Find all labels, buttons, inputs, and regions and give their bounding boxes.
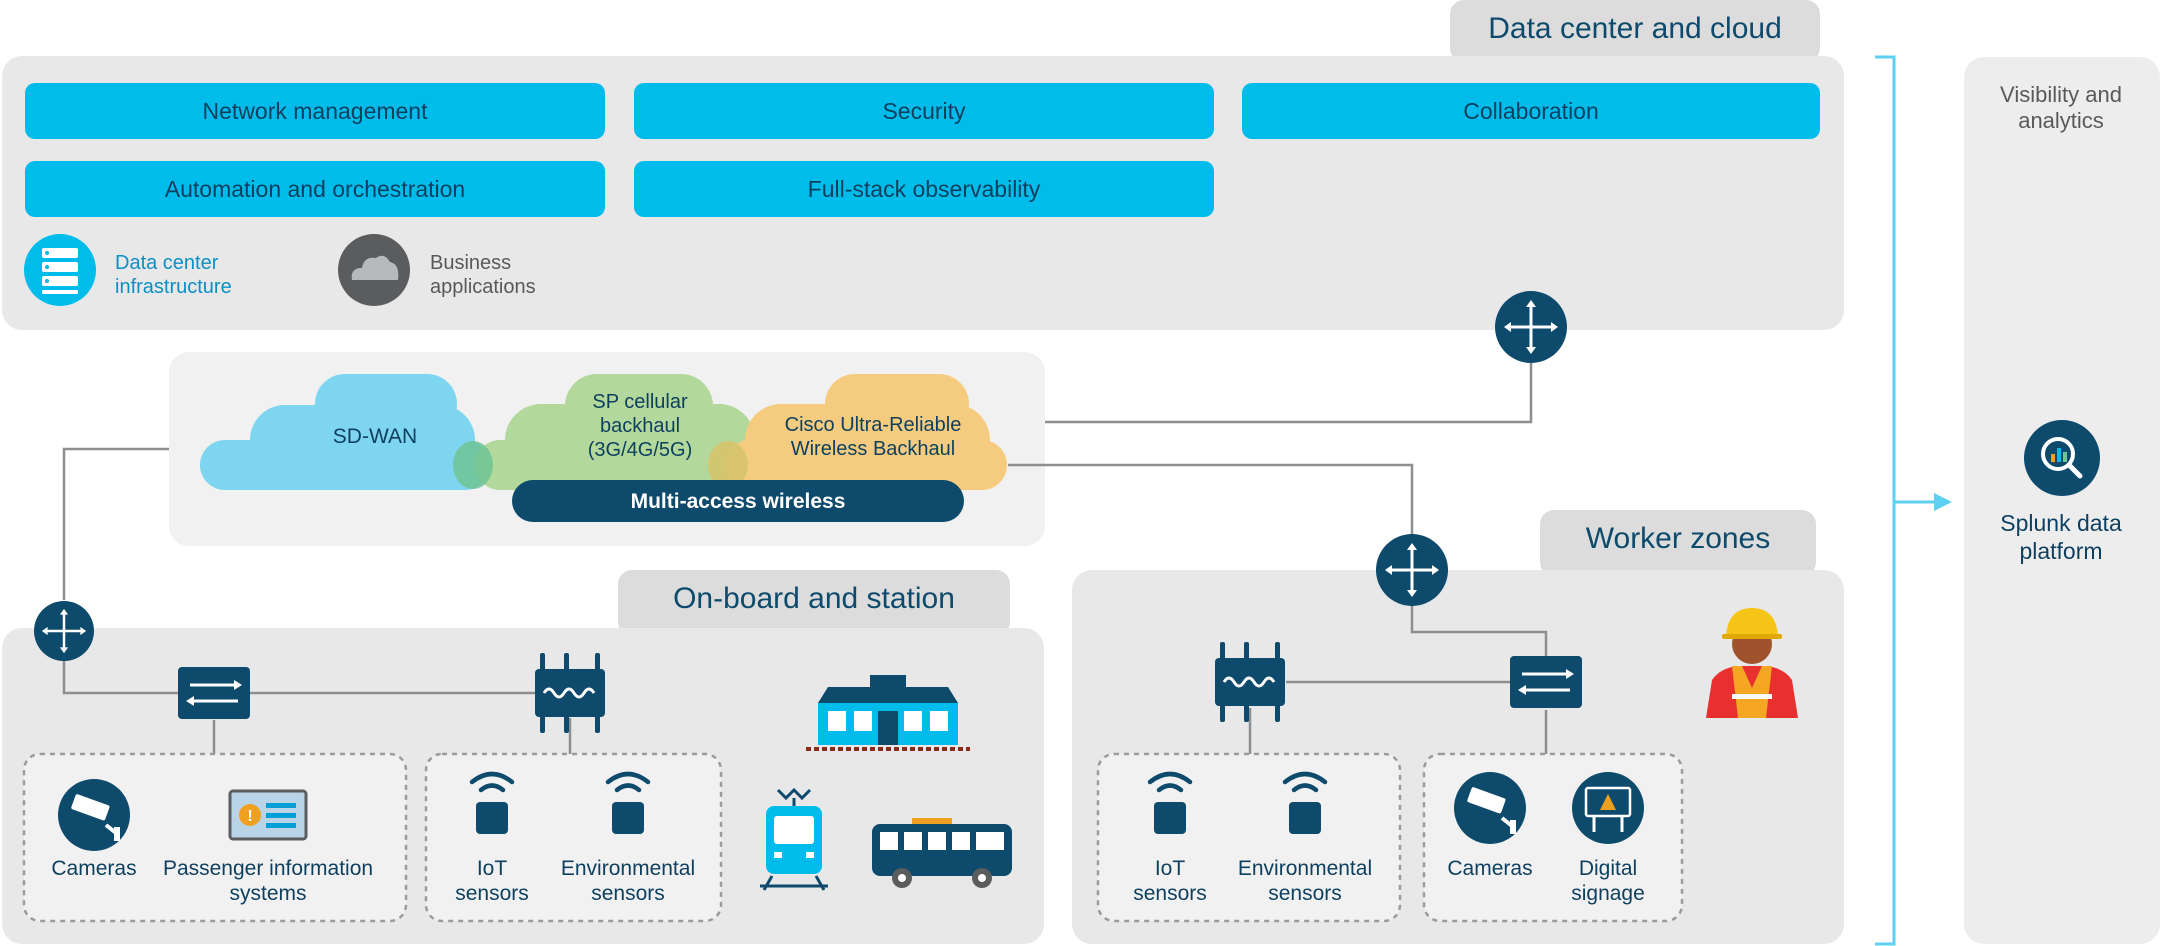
- worker-cameras-label: Cameras: [1447, 857, 1533, 880]
- visibility-panel: [1964, 57, 2160, 944]
- tram-icon: [760, 787, 828, 891]
- data-center-infrastructure-icon: [24, 234, 96, 306]
- sdwan-cellular-overlap: [453, 441, 493, 489]
- urwb-label: Cisco Ultra-Reliable Wireless Backhaul: [784, 414, 962, 460]
- onboard-iot-label: IoT sensors: [455, 857, 529, 906]
- cellular-cloud: [475, 374, 757, 490]
- onboard-env-label: Environmental sensors: [560, 857, 696, 906]
- worker-env-label: Environmental sensors: [1237, 857, 1373, 906]
- observability-pill: Full-stack observability: [634, 161, 1214, 217]
- switch-icon-onboard: [178, 667, 250, 719]
- business-applications-label: Business applications: [430, 252, 536, 298]
- sdwan-label: SD-WAN: [332, 425, 418, 448]
- passenger-info-label: Passenger information systems: [162, 857, 374, 906]
- digital-signage-label: Digital signage: [1571, 857, 1645, 906]
- station-icon: [806, 675, 970, 751]
- multi-access-bar: [512, 480, 964, 522]
- camera-icon-worker: [1452, 770, 1528, 846]
- camera-icon-onboard: [56, 777, 132, 853]
- multi-access-label: Multi-access wireless: [630, 490, 846, 513]
- automation-pill: Automation and orchestration: [25, 161, 605, 217]
- bus-icon: [872, 818, 1012, 888]
- bracket-line: [1875, 55, 1896, 946]
- worker-icon: [1706, 608, 1798, 718]
- urwb-cloud: [725, 374, 1007, 490]
- onboard-sensors-box: [424, 752, 723, 923]
- access-point-icon-onboard: [535, 653, 605, 733]
- digital-signage-icon: [1572, 772, 1644, 844]
- onboard-tab-bg: [618, 570, 1010, 636]
- line-wan-to-dc-router: [1045, 350, 1533, 424]
- line-worker-router-switch: [1410, 595, 1548, 660]
- collaboration-pill: Collaboration: [1242, 83, 1820, 139]
- router-icon-dc: [1495, 291, 1567, 363]
- svg-text:!: !: [247, 808, 252, 825]
- line-wan-to-worker-router: [1008, 463, 1414, 540]
- passenger-info-icon: !: [228, 789, 308, 841]
- onboard-tab-title: On-board and station: [673, 582, 955, 615]
- cellular-urwb-overlap: [708, 441, 748, 489]
- worker-tab-title: Worker zones: [1585, 522, 1771, 555]
- data-center-tab-title: Data center and cloud: [1488, 12, 1782, 45]
- visibility-title: Visibility and analytics: [2000, 82, 2122, 134]
- access-point-icon-worker: [1215, 642, 1285, 722]
- security-pill: Security: [634, 83, 1214, 139]
- worker-iot-label: IoT sensors: [1133, 857, 1207, 906]
- cloud-icon: [338, 234, 410, 306]
- splunk-label: Splunk data platform: [2000, 510, 2122, 564]
- data-center-infrastructure-label: Data center infrastructure: [115, 252, 232, 298]
- router-icon-onboard: [34, 601, 94, 661]
- data-center-tab-bg: [1450, 0, 1820, 62]
- network-management-pill: Network management: [25, 83, 605, 139]
- switch-icon-worker: [1510, 656, 1582, 708]
- splunk-search-icon: [2024, 420, 2100, 496]
- connector-lines: [62, 350, 1548, 754]
- cellular-label: SP cellular backhaul (3G/4G/5G): [587, 391, 693, 461]
- onboard-cameras-label: Cameras: [51, 857, 137, 880]
- worker-sensors-box: [1096, 752, 1402, 923]
- router-icon-worker: [1376, 534, 1448, 606]
- worker-tab-bg: [1540, 510, 1816, 576]
- bracket-arrowhead: [1934, 493, 1952, 511]
- sdwan-cloud: [200, 374, 490, 490]
- line-wan-to-onboard-router: [62, 447, 169, 600]
